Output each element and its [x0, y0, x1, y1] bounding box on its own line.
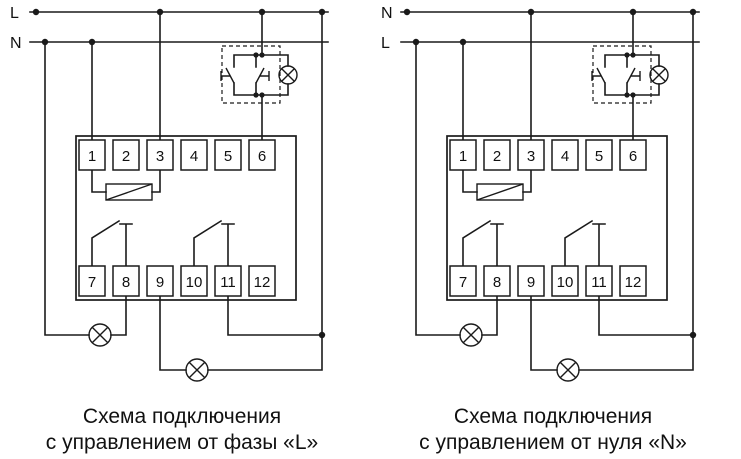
wires — [29, 11, 329, 371]
terminal-number: 2 — [493, 148, 501, 165]
relay-contact-icon — [193, 219, 235, 267]
wiring: 1 2 3 4 5 6 7 8 9 10 11 12 — [10, 5, 329, 454]
terminal-number: 10 — [557, 274, 574, 291]
wiring-diagram-neutral-control: 1 2 3 4 5 6 7 8 9 10 11 12 N — [381, 5, 700, 454]
terminal-number: 3 — [156, 148, 164, 165]
wiring: 1 2 3 4 5 6 7 8 9 10 11 12 N — [381, 5, 700, 454]
terminal-number: 4 — [561, 148, 569, 165]
bottom-rail-label: L — [381, 35, 390, 52]
device-body — [446, 135, 668, 301]
junction-dots — [403, 8, 697, 339]
lamp-crossed-circle-icon — [459, 323, 483, 347]
caption-line-2: с управлением от фазы «L» — [46, 431, 318, 454]
caption-line-2: с управлением от нуля «N» — [419, 431, 687, 454]
terminal-number: 12 — [254, 274, 271, 291]
terminal-number: 4 — [190, 148, 198, 165]
wires — [400, 11, 700, 371]
terminal-number: 5 — [595, 148, 603, 165]
terminal-number: 3 — [527, 148, 535, 165]
bottom-rail-label: N — [10, 35, 22, 52]
relay-coil-icon — [462, 169, 532, 201]
caption-line-1: Схема подключения — [83, 405, 281, 428]
terminal-number: 2 — [122, 148, 130, 165]
terminal-number: 11 — [220, 274, 236, 291]
terminal-number: 9 — [527, 274, 535, 291]
top-rail-label: L — [10, 5, 19, 22]
terminal-number: 7 — [459, 274, 467, 291]
terminal-number: 6 — [258, 148, 266, 165]
terminal-number: 11 — [591, 274, 607, 291]
device-body — [75, 135, 297, 301]
terminal-number: 6 — [629, 148, 637, 165]
push-button-no-icon — [591, 67, 606, 84]
terminal-number: 10 — [186, 274, 203, 291]
terminal-row-bottom: 7 8 9 10 11 12 — [78, 265, 276, 297]
junction-dots — [32, 8, 326, 339]
terminal-number: 12 — [625, 274, 642, 291]
relay-contact-icon — [91, 219, 133, 267]
push-button-no-icon — [626, 67, 641, 84]
control-buttons-group-box — [592, 45, 652, 104]
terminal-number: 5 — [224, 148, 232, 165]
terminal-number: 8 — [493, 274, 501, 291]
wiring-diagram-phase-control: 1 2 3 4 5 6 7 8 9 10 11 12 — [10, 5, 329, 454]
push-button-no-icon — [220, 67, 235, 84]
relay-contact-icon — [462, 219, 504, 267]
lamp-crossed-circle-icon — [278, 65, 298, 85]
lamp-crossed-circle-icon — [88, 323, 112, 347]
terminal-number: 7 — [88, 274, 96, 291]
terminal-number: 8 — [122, 274, 130, 291]
terminal-number: 9 — [156, 274, 164, 291]
lamp-crossed-circle-icon — [185, 358, 209, 382]
lamp-crossed-circle-icon — [556, 358, 580, 382]
terminal-number: 1 — [88, 148, 96, 165]
relay-coil-icon — [91, 169, 161, 201]
lamp-crossed-circle-icon — [649, 65, 669, 85]
terminal-number: 1 — [459, 148, 467, 165]
terminal-row-bottom: 7 8 9 10 11 12 — [449, 265, 647, 297]
relay-contact-icon — [564, 219, 606, 267]
control-buttons-group-box — [221, 45, 281, 104]
push-button-no-icon — [255, 67, 270, 84]
top-rail-label: N — [381, 5, 393, 22]
terminal-row-top: 1 2 3 4 5 6 — [78, 139, 276, 171]
terminal-row-top: 1 2 3 4 5 6 — [449, 139, 647, 171]
caption-line-1: Схема подключения — [454, 405, 652, 428]
